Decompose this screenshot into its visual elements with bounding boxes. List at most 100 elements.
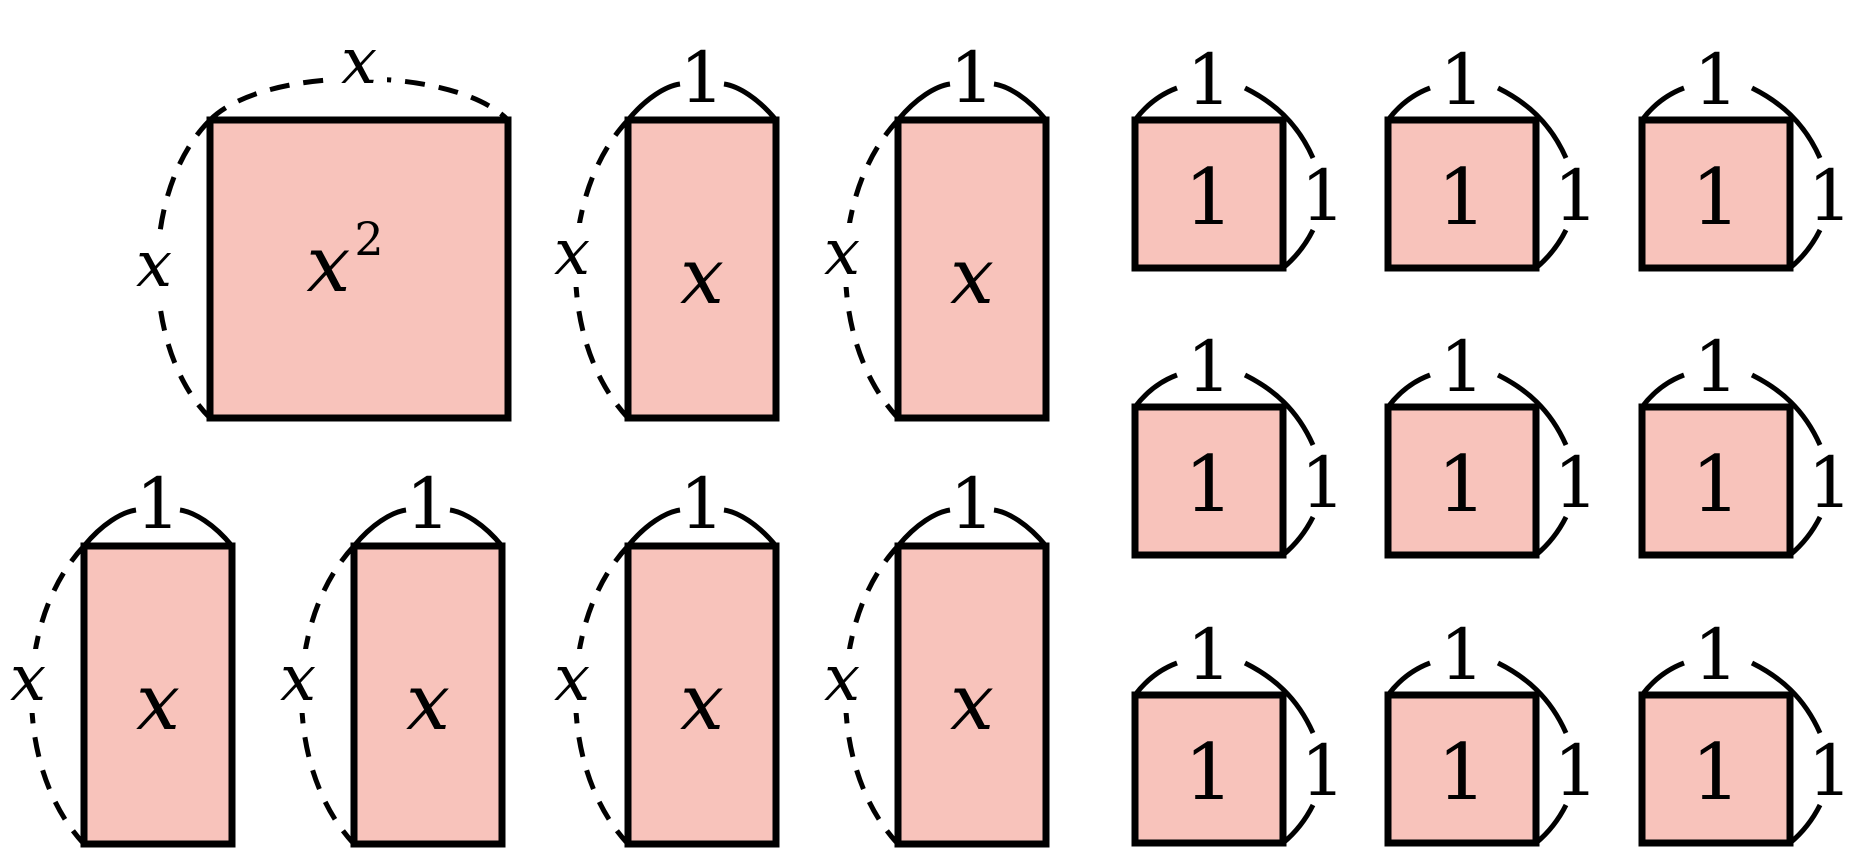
top-side-arc [1750,85,1823,160]
left-side-arc [843,544,900,846]
tile-value: 1 [1437,440,1487,530]
right-side-arc [1788,228,1823,270]
right-side-arc [1281,803,1316,845]
top-side-arc [1133,660,1178,697]
top-side-label: 1 [1187,614,1232,696]
label-gap [278,649,328,713]
left-side-label: x [554,642,590,716]
left-side-label: x [280,642,316,716]
top-side-label: 1 [136,463,181,545]
right-side-arc [1534,515,1569,557]
top-side-arc [449,507,504,548]
top-side-arc [1386,660,1431,697]
top-side-label: 1 [680,37,725,119]
top-side-label: 1 [1694,614,1739,696]
top-side-label: 1 [950,463,995,545]
top-side-label: 1 [1187,39,1232,121]
tile-value: x [406,658,450,748]
unit-tile-1: 111 [1131,39,1346,272]
tile-rect [1384,116,1540,272]
right-side-arc [1281,228,1316,270]
top-side-arc [993,81,1048,122]
tile-value: 1 [1691,153,1741,243]
tile-value: x [950,658,994,748]
top-side-label: 1 [680,463,725,545]
right-side-label: 1 [1554,730,1599,812]
top-side-arc [179,507,234,548]
left-side-label: x [136,228,172,302]
top-side-arc [1133,85,1178,122]
tile-rect [206,116,512,422]
top-side-arc [1386,85,1431,122]
top-side-arc [208,76,510,122]
top-side-arc [896,507,951,548]
top-side-arc [993,507,1048,548]
right-side-label: 1 [1554,155,1599,237]
unit-tile-6: 111 [1638,326,1853,559]
tile-rect [1131,116,1287,272]
unit-tile-4: 111 [1131,326,1345,559]
tile-rect [1131,403,1287,559]
top-side-arc [626,81,681,122]
tile-value: x [680,232,724,322]
x-tile-1: 1 x x [552,37,780,422]
top-side-arc [1243,660,1316,735]
label-gap [822,649,872,713]
right-side-label: 1 [1554,442,1599,524]
top-side-label: 1 [1440,614,1485,696]
right-side-arc [1281,515,1316,557]
top-side-arc [1386,372,1431,409]
unit-tile-2: 111 [1384,39,1599,272]
top-side-arc [1243,372,1316,447]
unit-tile-3: 111 [1638,39,1853,272]
left-side-label: x [824,216,860,290]
right-side-arc [1534,803,1569,845]
left-side-arc [155,118,212,420]
top-side-arc [1750,372,1823,447]
left-side-arc [843,118,900,420]
top-side-label: 1 [1694,39,1739,121]
label-gap [822,223,872,287]
top-side-arc [1750,660,1823,735]
unit-tile-5: 111 [1384,326,1599,559]
top-side-arc [1496,372,1569,447]
top-side-label: x [341,25,377,99]
left-side-label: x [824,642,860,716]
top-side-arc [1496,660,1569,735]
x-tile-5: 1 x x [552,463,780,848]
tile-rect [624,116,780,422]
top-side-arc [1496,85,1569,160]
right-side-arc [1788,515,1823,557]
right-side-label: 1 [1808,442,1853,524]
exponent: 2 [354,212,383,266]
tile-value: 1 [1691,440,1741,530]
top-side-arc [1640,660,1685,697]
right-side-label: 1 [1808,155,1853,237]
tile-rect [624,542,780,848]
top-side-arc [626,507,681,548]
top-side-label: 1 [1440,326,1485,408]
top-side-label: 1 [1440,39,1485,121]
right-side-label: 1 [1301,155,1346,237]
tile-value: x [680,658,724,748]
top-side-arc [82,507,137,548]
top-side-arc [1243,85,1316,160]
tile-value: x [136,658,180,748]
top-side-arc [896,81,951,122]
tile-rect [1131,691,1287,847]
right-side-label: 1 [1301,730,1346,812]
top-side-arc [1640,372,1685,409]
right-side-arc [1534,228,1569,270]
left-side-arc [29,544,86,846]
left-side-label: x [554,216,590,290]
top-side-arc [352,507,407,548]
tile-rect [1384,691,1540,847]
tile-value: x [950,232,994,322]
tile-rect [894,542,1050,848]
left-side-arc [299,544,356,846]
right-side-arc [1788,803,1823,845]
